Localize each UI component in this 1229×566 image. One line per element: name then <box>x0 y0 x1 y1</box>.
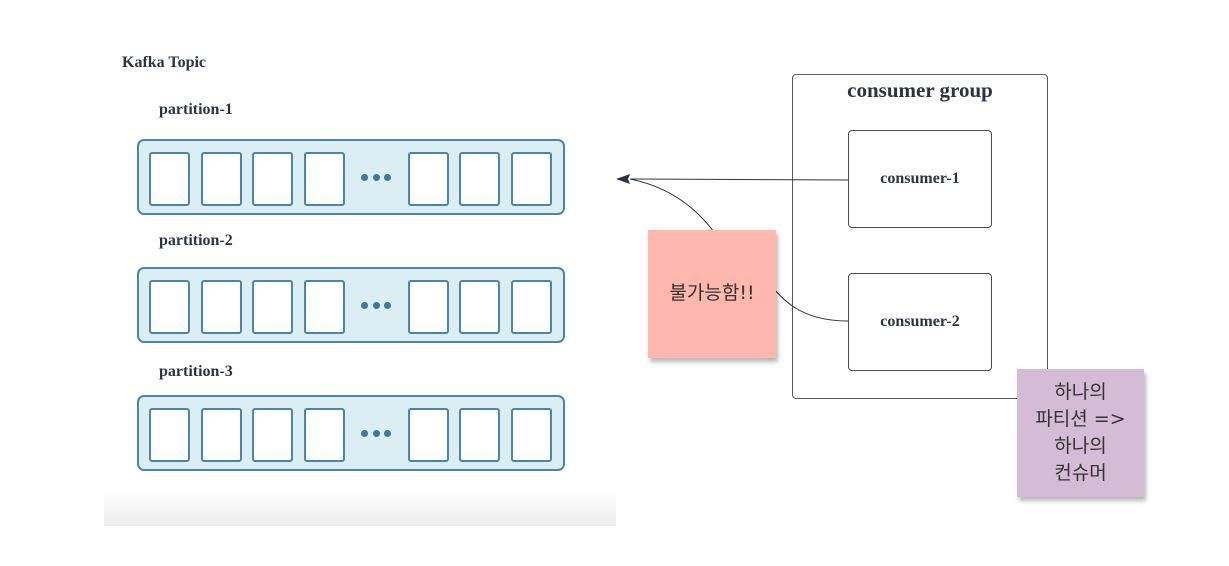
partition-label-2: partition-2 <box>159 232 233 249</box>
message-cell <box>252 152 293 206</box>
note-impossible: 불가능함!! <box>648 230 776 358</box>
message-cell <box>149 152 190 206</box>
note-partition-rule: 하나의 파티션 => 하나의 컨슈머 <box>1017 369 1144 497</box>
partition-label-3: partition-3 <box>159 363 233 380</box>
ellipsis-icon <box>361 297 391 313</box>
ellipsis-icon <box>361 425 391 441</box>
consumer-1-arrow <box>629 178 849 181</box>
message-cell <box>459 280 500 334</box>
message-cell <box>149 280 190 334</box>
message-cell <box>252 408 293 462</box>
message-cell <box>511 152 552 206</box>
consumer-1-box: consumer-1 <box>848 130 992 228</box>
ellipsis-icon <box>361 169 391 185</box>
consumer-group-title: consumer group <box>847 78 993 102</box>
partition-1 <box>137 139 565 215</box>
message-cell <box>304 152 345 206</box>
topic-title: Kafka Topic <box>122 54 207 71</box>
message-cell <box>511 408 552 462</box>
arrowhead-icon <box>616 174 630 184</box>
bottom-fade <box>104 490 616 526</box>
message-cell <box>408 280 449 334</box>
message-cell <box>459 408 500 462</box>
message-cell <box>408 152 449 206</box>
message-cell <box>201 408 242 462</box>
consumer-2-label: consumer-2 <box>880 313 960 330</box>
message-cell <box>201 280 242 334</box>
message-cell <box>408 408 449 462</box>
message-cell <box>459 152 500 206</box>
message-cell <box>304 280 345 334</box>
message-cell <box>304 408 345 462</box>
partition-2 <box>137 267 565 343</box>
consumer-1-label: consumer-1 <box>880 170 960 187</box>
partition-3 <box>137 395 565 471</box>
note-to-arrow-connector <box>629 178 715 233</box>
consumer-2-box: consumer-2 <box>848 273 992 371</box>
message-cell <box>511 280 552 334</box>
message-cell <box>201 152 242 206</box>
message-cell <box>252 280 293 334</box>
partition-label-1: partition-1 <box>159 101 233 118</box>
message-cell <box>149 408 190 462</box>
